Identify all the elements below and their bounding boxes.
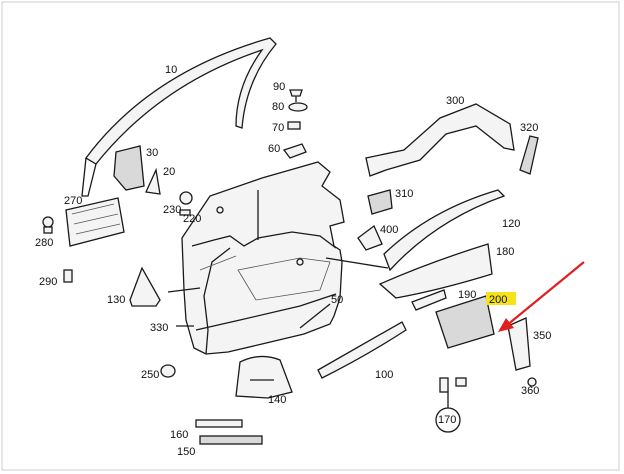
part-350-bracket — [507, 317, 531, 371]
part-160-trim-strip — [195, 419, 243, 428]
label-300: 300 — [446, 95, 464, 107]
part-200-highlight — [486, 292, 516, 305]
part-10-window-frame — [81, 37, 277, 197]
part-140-map-pocket — [235, 355, 293, 399]
label-90: 90 — [273, 81, 285, 93]
part-310-vent — [367, 189, 393, 215]
label-290: 290 — [39, 276, 57, 288]
label-330: 330 — [150, 322, 168, 334]
part-150-trim-strip — [199, 435, 263, 445]
label-190: 190 — [458, 289, 476, 301]
part-400-bracket — [357, 224, 383, 251]
part-200-grab-handle-trim — [435, 295, 495, 349]
part-120-upper-trim — [383, 189, 506, 272]
label-130: 130 — [107, 294, 125, 306]
label-280: 280 — [35, 237, 53, 249]
label-180: 180 — [496, 246, 514, 258]
part-300-air-duct — [365, 103, 515, 177]
label-400: 400 — [380, 224, 398, 236]
label-140: 140 — [268, 394, 286, 406]
leader-lines — [167, 190, 449, 408]
label-270: 270 — [64, 195, 82, 207]
label-10: 10 — [165, 64, 177, 76]
label-200: 200 — [489, 294, 507, 306]
part-270-control-module — [65, 197, 125, 247]
part-70-pin — [287, 121, 301, 130]
part-30-bracket — [113, 145, 145, 191]
part-280-screw — [42, 216, 54, 234]
part-290-connector — [63, 269, 73, 283]
part-230-clip — [179, 191, 193, 205]
label-320: 320 — [520, 122, 538, 134]
label-160: 160 — [170, 429, 188, 441]
label-150: 150 — [177, 446, 195, 458]
label-20: 20 — [163, 166, 175, 178]
label-250: 250 — [141, 369, 159, 381]
label-70: 70 — [272, 122, 284, 134]
label-310: 310 — [395, 188, 413, 200]
part-20-trim-piece — [145, 167, 161, 195]
part-250-grommet — [160, 364, 176, 378]
label-60: 60 — [268, 143, 280, 155]
part-60-clip — [282, 143, 307, 159]
part-80-washer — [288, 102, 308, 112]
part-360-screw — [527, 377, 537, 387]
part-180-trim — [378, 243, 493, 299]
part-100-armrest — [317, 321, 407, 379]
label-100: 100 — [375, 369, 393, 381]
label-80: 80 — [272, 101, 284, 113]
part-130-mirror-triangle — [129, 266, 161, 307]
part-90-screw — [289, 89, 303, 102]
label-220: 220 — [183, 213, 201, 225]
label-170: 170 — [438, 414, 456, 426]
label-360: 360 — [521, 385, 539, 397]
highlight-arrow — [498, 261, 585, 332]
part-320-vent — [519, 135, 539, 175]
part-50-door-panel — [181, 161, 345, 355]
label-120: 120 — [502, 218, 520, 230]
label-350: 350 — [533, 330, 551, 342]
label-50: 50 — [331, 294, 343, 306]
label-230: 230 — [163, 204, 181, 216]
part-190-clip — [411, 289, 447, 311]
label-30: 30 — [146, 147, 158, 159]
part-220-screw — [179, 209, 191, 216]
